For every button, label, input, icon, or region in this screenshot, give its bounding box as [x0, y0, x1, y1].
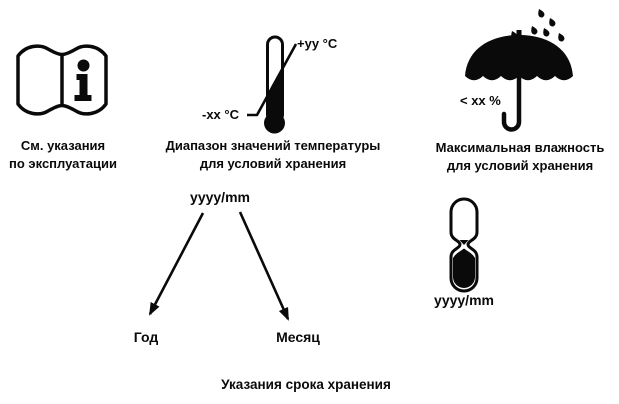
manual-caption-line2: по эксплуатации — [9, 156, 117, 171]
thermometer-icon — [247, 35, 298, 134]
date-format-label: yyyy/mm — [190, 189, 250, 205]
temperature-caption: Диапазон значений температуры для услови… — [166, 137, 381, 173]
humidity-limit-label: < xx % — [460, 93, 501, 108]
manual-caption-line1: См. указания — [20, 138, 106, 153]
arrow-to-year — [148, 212, 205, 316]
humidity-caption-line2: для условий хранения — [446, 158, 594, 173]
manual-caption: См. указания по эксплуатации — [9, 137, 117, 173]
footer-caption: Указания срока хранения — [221, 377, 391, 392]
open-book-info-icon — [16, 44, 108, 116]
humidity-symbol — [460, 5, 580, 137]
shelf-life-date-format-label: yyyy/mm — [434, 292, 494, 308]
year-label: Год — [133, 329, 159, 345]
umbrella-rain-icon — [465, 7, 573, 132]
temperature-min-label: -xx °C — [202, 107, 239, 122]
temperature-caption-line2: для условий хранения — [199, 156, 347, 171]
arrows-diagram — [148, 211, 290, 321]
shelf-life-symbol — [447, 196, 481, 294]
month-label: Месяц — [276, 329, 320, 345]
temperature-symbol — [240, 33, 350, 138]
manual-symbol — [14, 40, 110, 122]
hourglass-icon — [449, 197, 479, 293]
date-format-arrows — [138, 206, 308, 328]
temperature-max-label: +yy °C — [297, 36, 338, 51]
humidity-caption: Максимальная влажность для условий хране… — [436, 139, 605, 175]
arrow-to-month — [238, 211, 290, 321]
temperature-caption-line1: Диапазон значений температуры — [165, 138, 381, 153]
humidity-caption-line1: Максимальная влажность — [435, 140, 605, 155]
